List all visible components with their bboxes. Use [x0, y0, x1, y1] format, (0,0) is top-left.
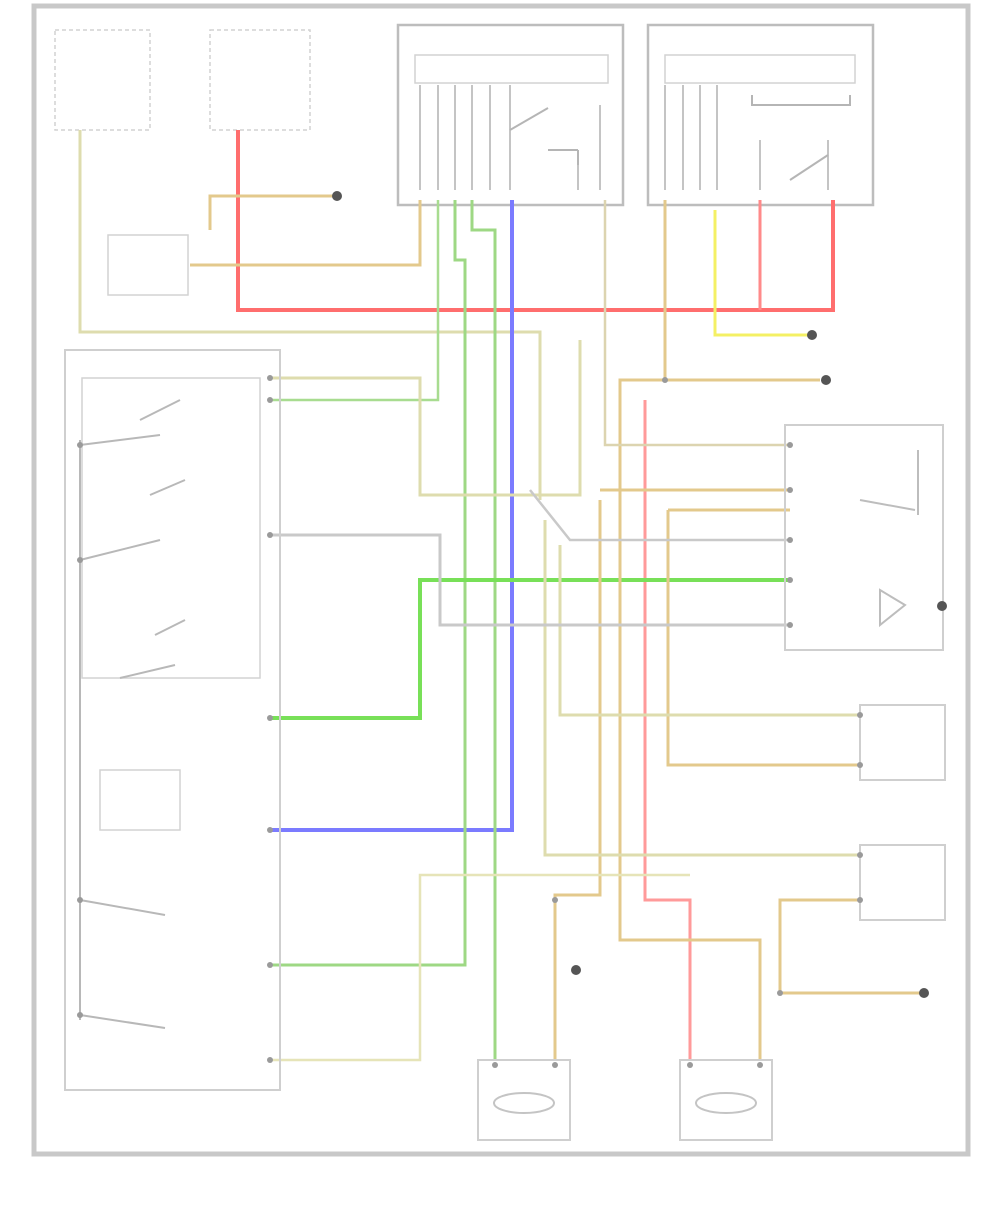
wire-tan-right-3 [553, 500, 602, 1060]
combination-switch-inner [81, 377, 261, 679]
dash-panel-mid [209, 29, 311, 131]
wire-gray-1 [270, 533, 790, 627]
left-signal-lamp-box [859, 704, 946, 781]
combination-switch-mid [99, 769, 181, 831]
relay-right-inner [664, 54, 856, 84]
relay-left-switch [509, 107, 579, 165]
connector-nodes [77, 375, 863, 1068]
wire-tan-right-7 [778, 898, 860, 995]
right-lamp-bulb [695, 1092, 757, 1114]
wire-olive-mid [270, 340, 582, 497]
hazard-switch-internals [859, 450, 919, 628]
headlight-ground-node [807, 330, 817, 340]
wire-gray-3 [603, 200, 790, 447]
wire-yellow [713, 210, 810, 337]
right-signal-lamp-box [859, 844, 946, 921]
wire-blue [270, 200, 514, 832]
wire-olive-left [78, 130, 542, 500]
wire-olive-bottom [270, 873, 690, 1062]
flasher-box [107, 234, 189, 296]
right-lamp-box [679, 1059, 773, 1141]
ground-bottom-left [571, 965, 581, 975]
combination-switch-contacts [79, 399, 186, 1029]
relay-right-pins [664, 85, 829, 190]
wire-gray-2 [529, 489, 790, 542]
wire-tan-right-6 [666, 510, 860, 767]
hazard-ground-node [937, 601, 947, 611]
ground-mid [821, 375, 831, 385]
ground-top [332, 191, 342, 201]
wire-olive-mid2 [543, 520, 860, 857]
wire-tan-right-1 [618, 200, 762, 1060]
wire-green-bright [270, 578, 790, 720]
diagram-frame [31, 3, 971, 1157]
wire-red-lower [643, 400, 692, 1060]
wire-green-2 [470, 200, 497, 1060]
wire-tan-ground-top [208, 194, 335, 230]
relay-right-switch [751, 95, 851, 181]
relay-left-inner [414, 54, 609, 84]
left-lamp-bulb [493, 1092, 555, 1114]
dash-panel-left [54, 29, 151, 131]
wire-tan-flasher [190, 200, 422, 267]
ground-bottom-right [919, 988, 929, 998]
hazard-switch-box [784, 424, 944, 651]
wire-green-3 [270, 200, 440, 402]
left-lamp-box [477, 1059, 571, 1141]
wire-olive-mid3 [558, 545, 860, 717]
wire-red-main [236, 130, 835, 312]
combination-switch-outer [64, 349, 281, 1091]
relay-left-pins [419, 85, 601, 190]
wire-green-1 [270, 200, 467, 967]
